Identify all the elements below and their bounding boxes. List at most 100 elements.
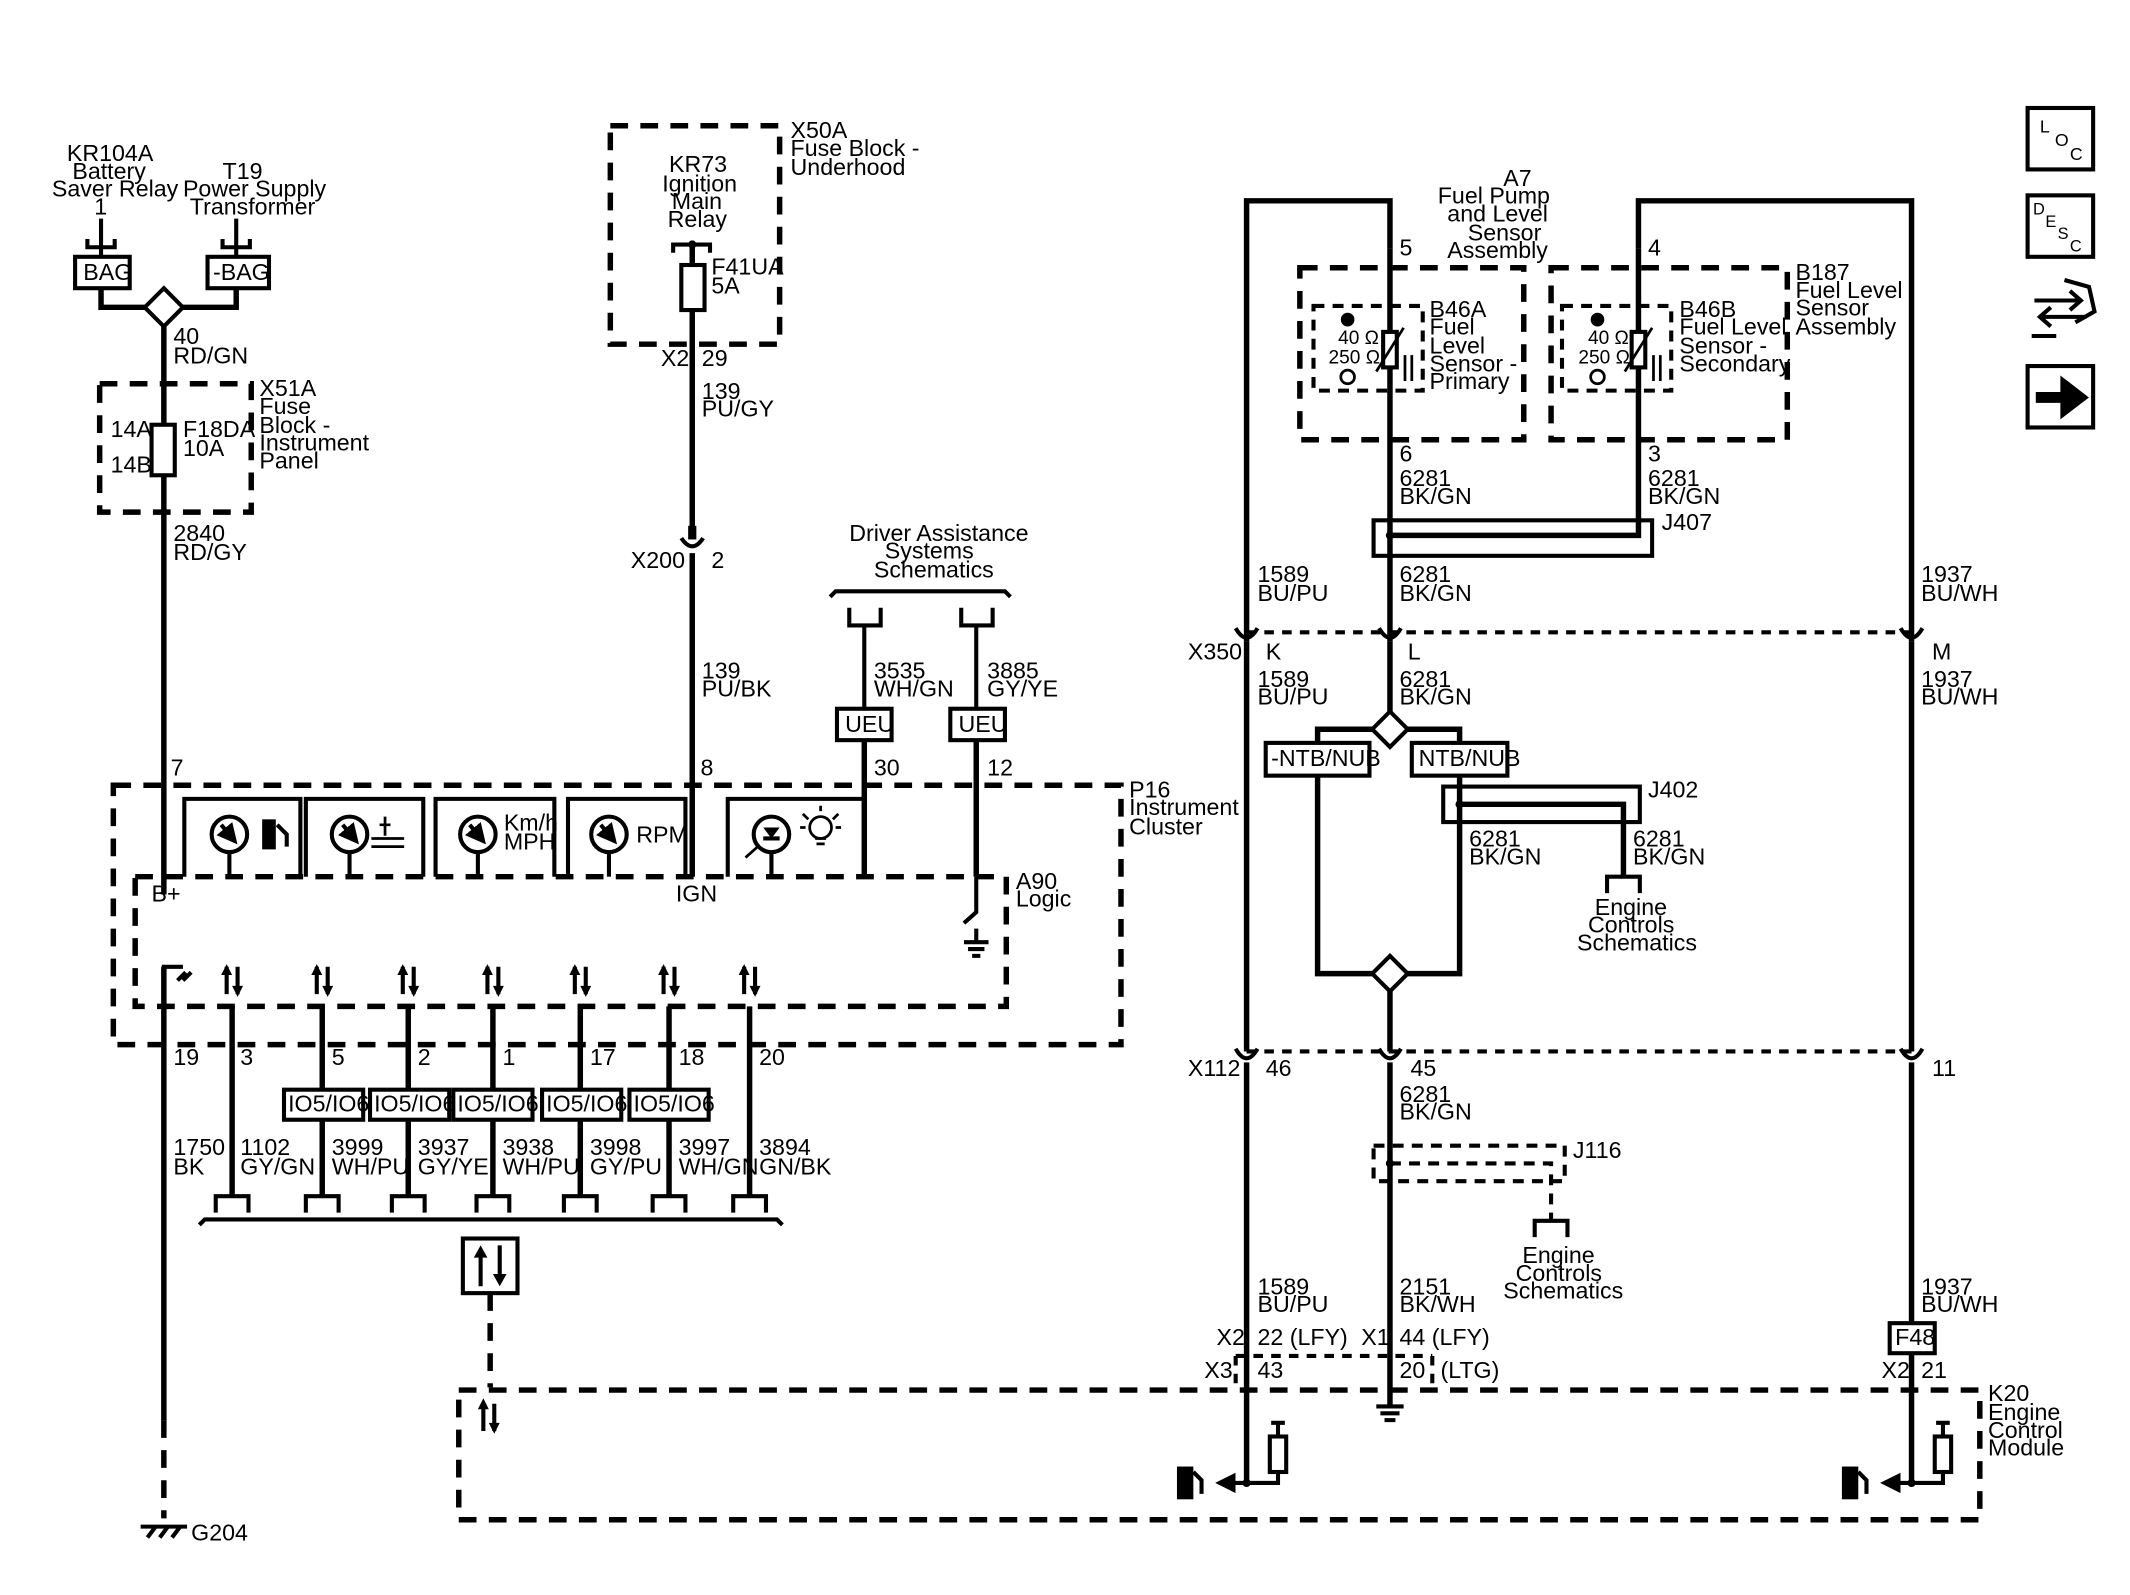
svg-text:17: 17	[590, 1044, 616, 1070]
j402-splice-pack: J402	[1441, 776, 1698, 877]
bag-label: BAG	[73, 254, 132, 291]
svg-text:1937: 1937	[1921, 561, 1973, 587]
svg-text:-NTB/NUB: -NTB/NUB	[1271, 745, 1381, 771]
svg-text:45: 45	[1410, 1055, 1436, 1081]
svg-text:WH/PU: WH/PU	[332, 1153, 409, 1179]
svg-text:UEU: UEU	[845, 711, 894, 737]
svg-text:Cluster: Cluster	[1129, 813, 1203, 839]
a7-label: A7 Fuel Pump and Level Sensor Assembly	[1438, 165, 1550, 263]
svg-text:Panel: Panel	[259, 447, 318, 473]
svg-text:Fuel: Fuel	[1430, 314, 1475, 340]
svg-text:20: 20	[1400, 1357, 1426, 1383]
svg-text:GY/YE: GY/YE	[987, 675, 1058, 701]
svg-text:A90: A90	[1016, 868, 1057, 894]
nav-loc-button[interactable]: L O C	[2025, 105, 2096, 172]
neg-ntb-nub-label: -NTB/NUB	[1263, 740, 1381, 778]
svg-text:1589: 1589	[1258, 666, 1310, 692]
svg-text:Fuse: Fuse	[259, 393, 311, 419]
svg-text:44 (LFY): 44 (LFY)	[1400, 1324, 1490, 1350]
svg-text:X2: X2	[1217, 1324, 1245, 1350]
svg-text:L: L	[2040, 117, 2050, 137]
svg-text:IO5/IO6: IO5/IO6	[634, 1091, 715, 1117]
svg-text:3938: 3938	[502, 1134, 554, 1160]
svg-text:K: K	[1266, 639, 1282, 665]
svg-text:PU/BK: PU/BK	[702, 675, 772, 701]
svg-text:14A: 14A	[111, 416, 153, 442]
tachometer-icon: RPM	[589, 814, 688, 877]
svg-text:X112: X112	[1188, 1055, 1240, 1081]
svg-text:1589: 1589	[1258, 561, 1310, 587]
svg-text:Power Supply: Power Supply	[183, 176, 327, 202]
svg-text:D: D	[2033, 200, 2045, 218]
svg-text:1: 1	[502, 1044, 515, 1070]
ueu-label-1: UEU	[834, 706, 894, 743]
svg-text:139: 139	[702, 658, 741, 684]
svg-text:J407: J407	[1662, 509, 1712, 535]
svg-text:BK/WH: BK/WH	[1400, 1291, 1476, 1317]
svg-text:M: M	[1932, 639, 1951, 665]
svg-text:C: C	[2070, 237, 2082, 255]
svg-text:MPH: MPH	[504, 828, 556, 854]
p16-ground-symbol	[161, 964, 193, 991]
svg-text:22 (LFY): 22 (LFY)	[1258, 1324, 1348, 1350]
svg-text:10A: 10A	[183, 435, 225, 461]
svg-text:6281: 6281	[1400, 1081, 1452, 1107]
x51a-fuse-block	[96, 381, 254, 515]
svg-text:1937: 1937	[1921, 666, 1973, 692]
svg-text:Fuel Level: Fuel Level	[1795, 277, 1902, 303]
svg-text:K20: K20	[1988, 1380, 2029, 1406]
bottom-wire-labels: 1750 BK 1102 GY/GN 3999 WH/PU 3937 GY/YE…	[173, 1134, 831, 1179]
b46a-assembly	[1297, 265, 1527, 443]
svg-text:S: S	[2058, 225, 2069, 243]
svg-text:5A: 5A	[711, 273, 740, 299]
svg-text:3997: 3997	[679, 1134, 731, 1160]
svg-text:Schematics: Schematics	[1577, 929, 1697, 955]
p16-label: P16 Instrument Cluster	[1129, 776, 1239, 839]
svg-text:Instrument: Instrument	[259, 430, 369, 456]
connector-info-icon[interactable]	[2031, 278, 2097, 339]
svg-text:6: 6	[1400, 441, 1413, 467]
b187-label: B187 Fuel Level Sensor Assembly	[1795, 259, 1902, 340]
svg-text:1937: 1937	[1921, 1274, 1973, 1300]
svg-text:IO5/IO6: IO5/IO6	[457, 1091, 538, 1117]
engine-controls-schematics-ref-1[interactable]: Engine Controls Schematics	[1577, 874, 1697, 956]
svg-text:GN/BK: GN/BK	[759, 1153, 832, 1179]
svg-text:NTB/NUB: NTB/NUB	[1419, 745, 1521, 771]
ueu-label-2: UEU	[948, 706, 1008, 743]
kr104a-battery-saver-relay: KR104A Battery Saver Relay 1	[52, 140, 179, 257]
svg-text:Engine: Engine	[1595, 894, 1667, 920]
x200-connector	[679, 536, 705, 549]
svg-text:BK/GN: BK/GN	[1633, 843, 1705, 869]
svg-text:BK/GN: BK/GN	[1469, 843, 1541, 869]
svg-text:RD/GY: RD/GY	[173, 539, 246, 565]
svg-text:250 Ω: 250 Ω	[1329, 347, 1380, 368]
svg-text:Fuel Level: Fuel Level	[1679, 314, 1786, 340]
engine-controls-schematics-ref-2[interactable]: Engine Controls Schematics	[1503, 1218, 1623, 1304]
ecm-data-arrows	[477, 1398, 500, 1434]
svg-text:T19: T19	[223, 158, 263, 184]
svg-text:BU/PU: BU/PU	[1258, 1291, 1329, 1317]
svg-text:WH/GN: WH/GN	[679, 1153, 759, 1179]
svg-text:IGN: IGN	[676, 880, 717, 906]
svg-text:BAG: BAG	[83, 259, 132, 285]
io5-io6-labels: IO5/IO6 IO5/IO6 IO5/IO6 IO5/IO6 IO5/IO6	[281, 1087, 715, 1122]
next-page-button[interactable]	[2025, 363, 2096, 430]
svg-text:18: 18	[679, 1044, 705, 1070]
svg-text:B46B: B46B	[1679, 296, 1736, 322]
svg-text:Engine: Engine	[1522, 1242, 1594, 1268]
svg-text:5: 5	[332, 1044, 345, 1070]
svg-text:6281: 6281	[1648, 465, 1700, 491]
svg-text:6281: 6281	[1400, 465, 1452, 491]
svg-text:Controls: Controls	[1516, 1260, 1602, 1286]
nav-desc-button[interactable]: D E S C	[2025, 193, 2096, 259]
ecm-ground-symbol	[1376, 1404, 1404, 1423]
svg-text:Assembly: Assembly	[1447, 237, 1548, 263]
svg-text:1589: 1589	[1258, 1274, 1310, 1300]
svg-text:-BAG: -BAG	[213, 259, 270, 285]
svg-text:Engine: Engine	[1988, 1399, 2060, 1425]
b46b-fuel-level-sensor-secondary: B46B Fuel Level Sensor - Secondary 40 Ω …	[1578, 296, 1791, 386]
ecm-fuel-level-input-1	[1176, 1420, 1289, 1500]
svg-text:Assembly: Assembly	[1795, 314, 1896, 340]
svg-text:Underhood: Underhood	[791, 154, 906, 180]
driver-assistance-schematics-ref[interactable]: Driver Assistance Systems Schematics	[828, 520, 1029, 599]
